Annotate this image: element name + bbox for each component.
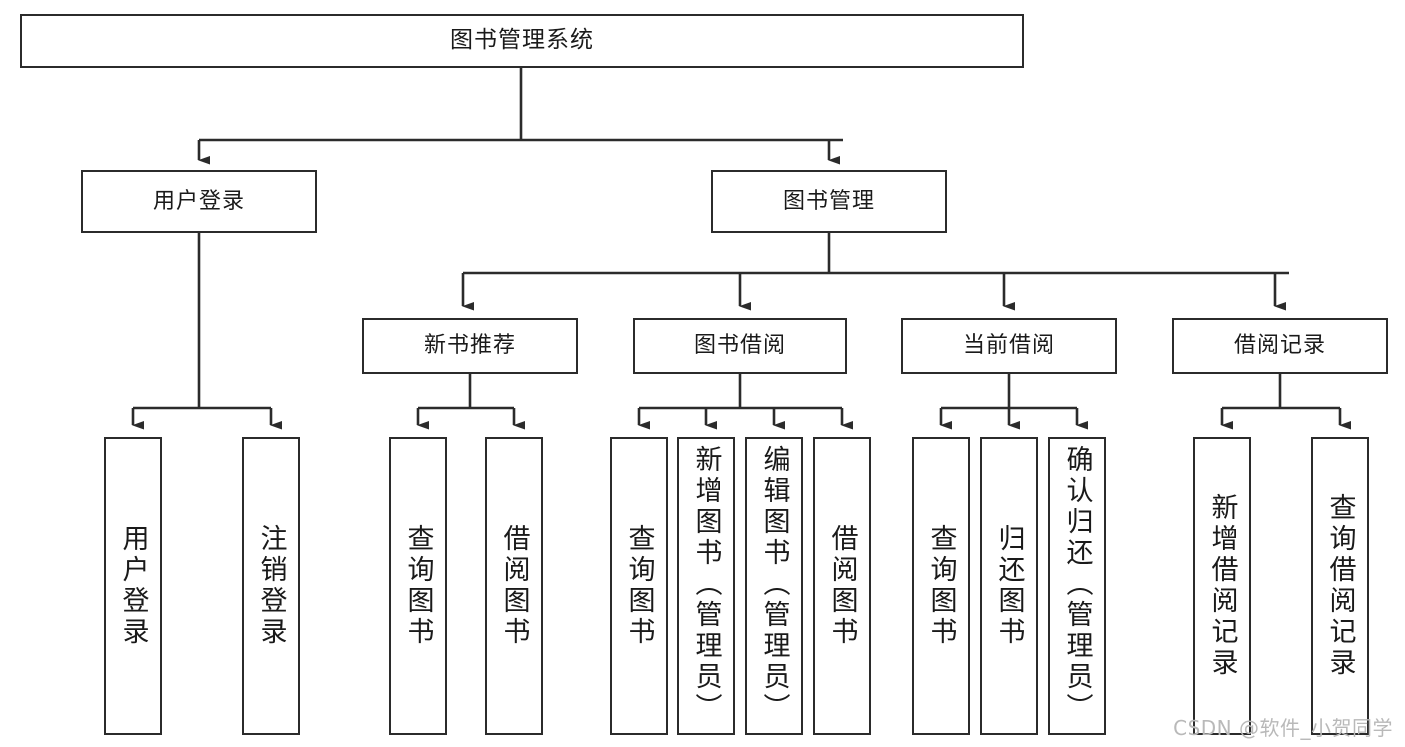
leaf-current-borrow-query-book[interactable]: 查询图书 bbox=[912, 437, 970, 735]
node-label: 编辑图书（管理员） bbox=[758, 445, 790, 724]
leaf-borrow-record-add-record[interactable]: 新增借阅记录 bbox=[1193, 437, 1251, 735]
node-user-login[interactable]: 用户登录 bbox=[81, 170, 317, 233]
node-label: 图书管理系统 bbox=[450, 27, 594, 54]
leaf-user-login-logout[interactable]: 注销登录 bbox=[242, 437, 300, 735]
node-label: 当前借阅 bbox=[962, 333, 1055, 359]
node-book-borrow[interactable]: 图书借阅 bbox=[633, 318, 847, 374]
node-label: 查询图书 bbox=[402, 524, 434, 648]
leaf-current-borrow-confirm-return-admin[interactable]: 确认归还（管理员） bbox=[1048, 437, 1106, 735]
node-label: 借阅记录 bbox=[1233, 333, 1326, 359]
leaf-user-login-login[interactable]: 用户登录 bbox=[104, 437, 162, 735]
leaf-new-book-query-book[interactable]: 查询图书 bbox=[389, 437, 447, 735]
node-label: 新增借阅记录 bbox=[1206, 493, 1238, 679]
node-current-borrow[interactable]: 当前借阅 bbox=[901, 318, 1117, 374]
node-label: 归还图书 bbox=[993, 524, 1025, 648]
node-label: 借阅图书 bbox=[498, 524, 530, 648]
node-label: 借阅图书 bbox=[826, 524, 858, 648]
leaf-current-borrow-return-book[interactable]: 归还图书 bbox=[980, 437, 1038, 735]
node-new-book-recommend[interactable]: 新书推荐 bbox=[362, 318, 578, 374]
node-label: 新增图书（管理员） bbox=[690, 445, 722, 724]
node-label: 用户登录 bbox=[117, 524, 149, 648]
node-book-management[interactable]: 图书管理 bbox=[711, 170, 947, 233]
csdn-watermark: CSDN @软件_小贺同学 bbox=[1173, 716, 1393, 740]
leaf-book-borrow-borrow-book[interactable]: 借阅图书 bbox=[813, 437, 871, 735]
leaf-book-borrow-edit-book-admin[interactable]: 编辑图书（管理员） bbox=[745, 437, 803, 735]
node-label: 查询图书 bbox=[925, 524, 957, 648]
node-label: 注销登录 bbox=[255, 524, 287, 648]
node-label: 查询图书 bbox=[623, 524, 655, 648]
node-label: 确认归还（管理员） bbox=[1061, 445, 1093, 724]
leaf-book-borrow-query-book[interactable]: 查询图书 bbox=[610, 437, 668, 735]
node-label: 图书借阅 bbox=[693, 333, 786, 359]
leaf-borrow-record-query-record[interactable]: 查询借阅记录 bbox=[1311, 437, 1369, 735]
leaf-book-borrow-add-book-admin[interactable]: 新增图书（管理员） bbox=[677, 437, 735, 735]
node-root-book-management-system[interactable]: 图书管理系统 bbox=[20, 14, 1024, 68]
leaf-new-book-borrow-book[interactable]: 借阅图书 bbox=[485, 437, 543, 735]
node-borrow-record[interactable]: 借阅记录 bbox=[1172, 318, 1388, 374]
node-label: 用户登录 bbox=[152, 188, 245, 214]
node-label: 新书推荐 bbox=[423, 333, 516, 359]
node-label: 图书管理 bbox=[782, 188, 875, 214]
node-label: 查询借阅记录 bbox=[1324, 493, 1356, 679]
